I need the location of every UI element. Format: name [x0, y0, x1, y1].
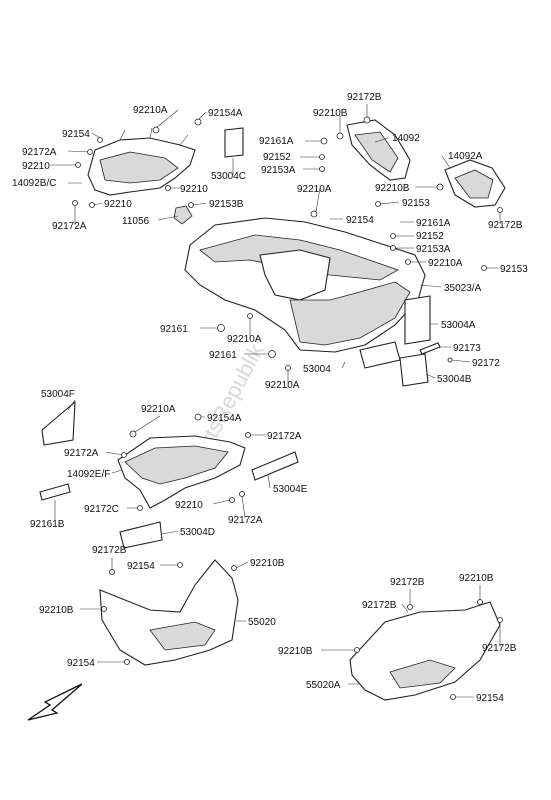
label-92153A-2: 92153A [416, 244, 451, 255]
label-53004E: 53004E [273, 484, 308, 495]
label-92161B: 92161B [30, 519, 65, 530]
label-92172B-5: 92172B [362, 600, 397, 611]
footboard-55020a [349, 601, 501, 701]
footboard-55020 [99, 559, 239, 666]
label-53004D: 53004D [180, 527, 215, 538]
label-92210-1: 92210 [22, 161, 50, 172]
label-53004B: 53004B [437, 374, 472, 385]
label-92154-2: 92154 [346, 215, 374, 226]
label-14092: 14092 [392, 133, 420, 144]
label-92210A-3: 92210A [428, 258, 463, 269]
label-92152-1: 92152 [263, 152, 291, 163]
label-92210A-1: 92210A [133, 105, 168, 116]
label-53004: 53004 [303, 364, 331, 375]
label-92210-4: 92210 [175, 500, 203, 511]
label-92210A-6: 92210A [141, 404, 176, 415]
label-92172A-2: 92172A [52, 221, 87, 232]
label-92161A-1: 92161A [259, 136, 294, 147]
label-92153-1: 92153 [402, 198, 430, 209]
label-92153A-1: 92153A [261, 165, 296, 176]
label-14092EF: 14092E/F [67, 469, 110, 480]
label-14092BC: 14092B/C [12, 178, 56, 189]
direction-arrow-icon [27, 683, 83, 721]
label-92173: 92173 [453, 343, 481, 354]
label-92172B-6: 92172B [482, 643, 517, 654]
decal-53004f [41, 400, 76, 446]
callout-labels: 92210A 92154A 92154 92172A 92210 14092B/… [12, 92, 528, 704]
bracket-11056 [173, 205, 193, 225]
label-92152-2: 92152 [416, 231, 444, 242]
label-92161A-2: 92161A [416, 218, 451, 229]
rear-guard-14092 [346, 119, 411, 181]
label-92210-2: 92210 [104, 199, 132, 210]
label-92154-3: 92154 [127, 561, 155, 572]
label-55020: 55020 [248, 617, 276, 628]
decal-92161b [39, 483, 71, 501]
label-92154-5: 92154 [476, 693, 504, 704]
label-92161-1: 92161 [160, 324, 188, 335]
label-92210B-1: 92210B [313, 108, 348, 119]
decal-53004c [224, 127, 244, 158]
label-92172A-4: 92172A [267, 431, 302, 442]
label-92153B: 92153B [209, 199, 244, 210]
label-92172A-5: 92172A [228, 515, 263, 526]
label-92154-1: 92154 [62, 129, 90, 140]
label-92210A-5: 92210A [265, 380, 300, 391]
label-92154A-2: 92154A [207, 413, 242, 424]
label-11056: 11056 [122, 216, 150, 227]
label-14092A: 14092A [448, 151, 483, 162]
front-inner-cover [87, 127, 196, 196]
label-92154-4: 92154 [67, 658, 95, 669]
rear-guard-14092a [444, 159, 506, 208]
label-92210B-3: 92210B [250, 558, 285, 569]
label-92154A-1: 92154A [208, 108, 243, 119]
label-53004F: 53004F [41, 389, 75, 400]
label-92172C: 92172C [84, 504, 119, 515]
decal-53004e [251, 451, 299, 481]
label-92153-2: 92153 [500, 264, 528, 275]
strip-92173 [419, 342, 441, 355]
label-53004A: 53004A [441, 320, 476, 331]
label-92210A-4: 92210A [227, 334, 262, 345]
label-92161-2: 92161 [209, 350, 237, 361]
decal-53004 [359, 341, 401, 369]
label-92172: 92172 [472, 358, 500, 369]
decal-53004d [119, 521, 163, 549]
main-fender-35023a [184, 217, 426, 353]
decal-53004b [399, 353, 429, 387]
label-92210B-5: 92210B [459, 573, 494, 584]
label-92210B-4: 92210B [39, 605, 74, 616]
label-92210B-6: 92210B [278, 646, 313, 657]
label-55020A: 55020A [306, 680, 341, 691]
label-92172A-3: 92172A [64, 448, 99, 459]
label-92172B-3: 92172B [92, 545, 127, 556]
label-92210B-2: 92210B [375, 183, 410, 194]
side-cover-14092ef [117, 435, 246, 509]
label-53004C: 53004C [211, 171, 246, 182]
decal-53004a [404, 295, 431, 345]
fasteners [72, 116, 503, 700]
leader-lines [50, 104, 501, 698]
label-92172A-1: 92172A [22, 147, 57, 158]
label-92172B-2: 92172B [488, 220, 523, 231]
label-92210-3: 92210 [180, 184, 208, 195]
label-92172B-4: 92172B [390, 577, 425, 588]
label-35023A: 35023/A [444, 283, 482, 294]
label-92210A-2: 92210A [297, 184, 332, 195]
label-92172B-1: 92172B [347, 92, 382, 103]
